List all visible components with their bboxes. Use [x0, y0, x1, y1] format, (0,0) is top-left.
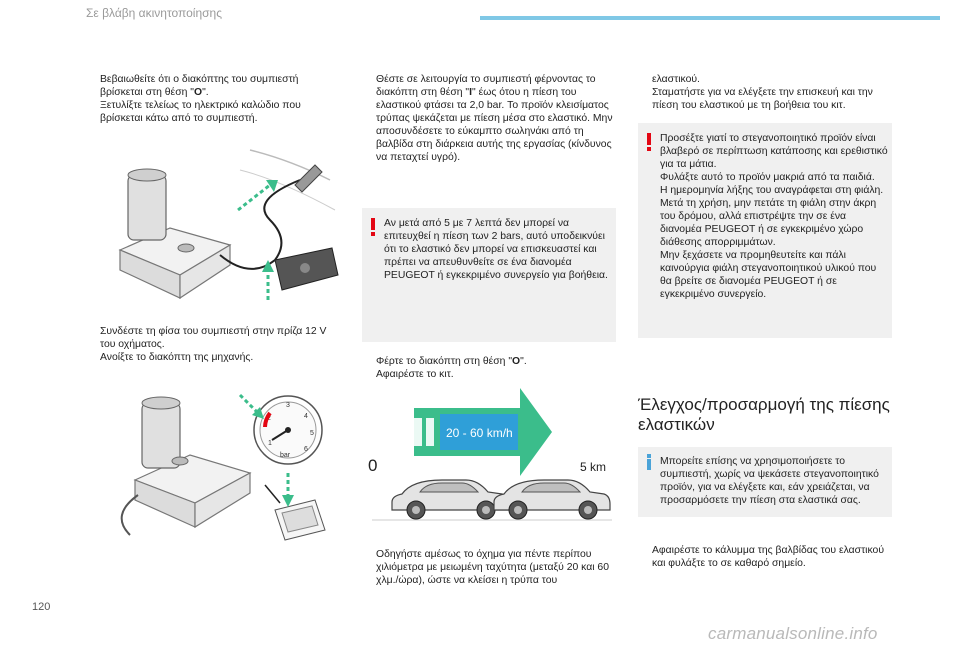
speed-range-label: 20 - 60 km/h	[446, 426, 513, 440]
gauge-tick-label: 2	[267, 415, 271, 422]
gauge-tick-label: 1	[268, 440, 272, 447]
instruction-item: Αφαιρέστε το κάλυμμα της βαλβίδας του ελ…	[652, 545, 885, 569]
gauge-tick-label: 5	[310, 430, 314, 437]
instruction-item: Ανοίξτε το διακόπτη της μηχανής.	[100, 352, 254, 363]
col2-mid-instructions: Φέρτε το διακόπτη στη θέση "O". Αφαιρέστ…	[362, 355, 614, 381]
distance-end-label: 5 km	[580, 460, 607, 474]
compressor-plug-illustration	[100, 140, 340, 315]
warning-text: Αν μετά από 5 με 7 λεπτά δεν μπορεί να ε…	[384, 218, 608, 281]
gauge-tick-label: 3	[286, 402, 290, 409]
instruction-item: Σταματήστε για να ελέγξετε την επισκευή …	[652, 87, 873, 111]
instruction-item: Θέστε σε λειτουργία το συμπιεστή φέρνοντ…	[376, 74, 613, 163]
speed-arrow-graphic	[372, 388, 612, 521]
car-right	[493, 479, 611, 520]
instruction-item: Αφαιρέστε το κιτ.	[376, 369, 454, 380]
header-accent-bar	[480, 16, 940, 20]
warning-icon	[647, 133, 651, 145]
running-header: Σε βλάβη ακινητοποίησης	[86, 6, 223, 20]
instruction-item: Φέρτε το διακόπτη στη θέση "O".	[376, 356, 527, 367]
info-icon	[647, 459, 651, 470]
info-box: Μπορείτε επίσης να χρησιμοποιήσετε το συ…	[638, 447, 892, 517]
distance-start-label: 0	[368, 456, 378, 475]
driving-illustration: 20 - 60 km/h 0 5 km	[362, 388, 616, 536]
warning-text: Προσέξτε γιατί το στεγανοποιητικό προϊόν…	[660, 133, 888, 300]
continued-text: ελαστικού.	[652, 74, 700, 85]
instruction-item: Συνδέστε τη φίσα του συμπιεστή στην πρίζ…	[100, 326, 327, 350]
warning-icon-dot	[647, 147, 651, 151]
page-number: 120	[32, 601, 51, 613]
col1-mid-instructions: Συνδέστε τη φίσα του συμπιεστή στην πρίζ…	[86, 325, 336, 364]
warning-box: Αν μετά από 5 με 7 λεπτά δεν μπορεί να ε…	[362, 208, 616, 342]
col1-top-instructions: Βεβαιωθείτε ότι ο διακόπτης του συμπιεστ…	[86, 73, 336, 125]
warning-icon-dot	[371, 232, 375, 236]
warning-icon	[371, 218, 375, 230]
pressure-gauge-illustration: 1 2 3 4 5 6 bar	[120, 393, 326, 541]
instruction-item: Οδηγήστε αμέσως το όχημα για πέντε περίπ…	[376, 549, 609, 586]
info-text: Μπορείτε επίσης να χρησιμοποιήσετε το συ…	[660, 456, 879, 506]
section-title: Έλεγχος/προσαρμογή της πίεσης ελαστικών	[638, 395, 890, 434]
col3-top-instructions: ελαστικού. Σταματήστε για να ελέγξετε τη…	[638, 73, 890, 112]
col3-bottom-instructions: Αφαιρέστε το κάλυμμα της βαλβίδας του ελ…	[638, 544, 890, 570]
watermark: carmanualsonline.info	[708, 624, 878, 643]
instruction-item: Βεβαιωθείτε ότι ο διακόπτης του συμπιεστ…	[100, 74, 299, 98]
info-icon-dot	[647, 454, 651, 458]
gauge-unit-label: bar	[280, 452, 291, 459]
instruction-item: Ξετυλίξτε τελείως το ηλεκτρικό καλώδιο π…	[100, 100, 301, 124]
gauge-tick-label: 6	[304, 446, 308, 453]
car-left	[391, 479, 509, 520]
col2-top-instructions: Θέστε σε λειτουργία το συμπιεστή φέρνοντ…	[362, 73, 614, 164]
warning-box: Προσέξτε γιατί το στεγανοποιητικό προϊόν…	[638, 123, 892, 338]
gauge-tick-label: 4	[304, 413, 308, 420]
col2-bottom-instructions: Οδηγήστε αμέσως το όχημα για πέντε περίπ…	[362, 548, 614, 587]
